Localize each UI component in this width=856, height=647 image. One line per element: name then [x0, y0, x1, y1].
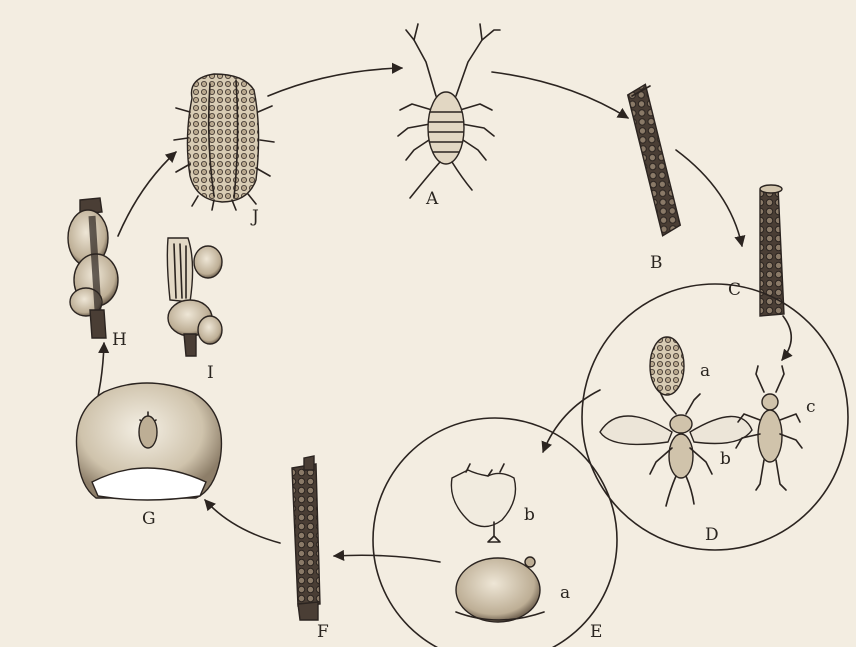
- label-h: H: [112, 330, 127, 350]
- label-g: G: [142, 509, 156, 529]
- label-d-b: b: [720, 449, 731, 469]
- label-c: C: [728, 280, 741, 300]
- d-a-scale-cover: [650, 337, 684, 395]
- label-e: E: [590, 622, 602, 642]
- label-d: D: [705, 525, 719, 545]
- label-b: B: [650, 253, 663, 273]
- label-f: F: [317, 622, 329, 642]
- label-d-a: a: [700, 361, 710, 381]
- label-e-a: a: [560, 583, 570, 603]
- label-j: J: [250, 207, 259, 227]
- label-e-b: b: [524, 505, 535, 525]
- label-d-c: c: [806, 397, 816, 417]
- stage-g-cut-gall-figure: [76, 383, 221, 500]
- label-a: A: [425, 189, 439, 209]
- label-i: I: [207, 363, 214, 383]
